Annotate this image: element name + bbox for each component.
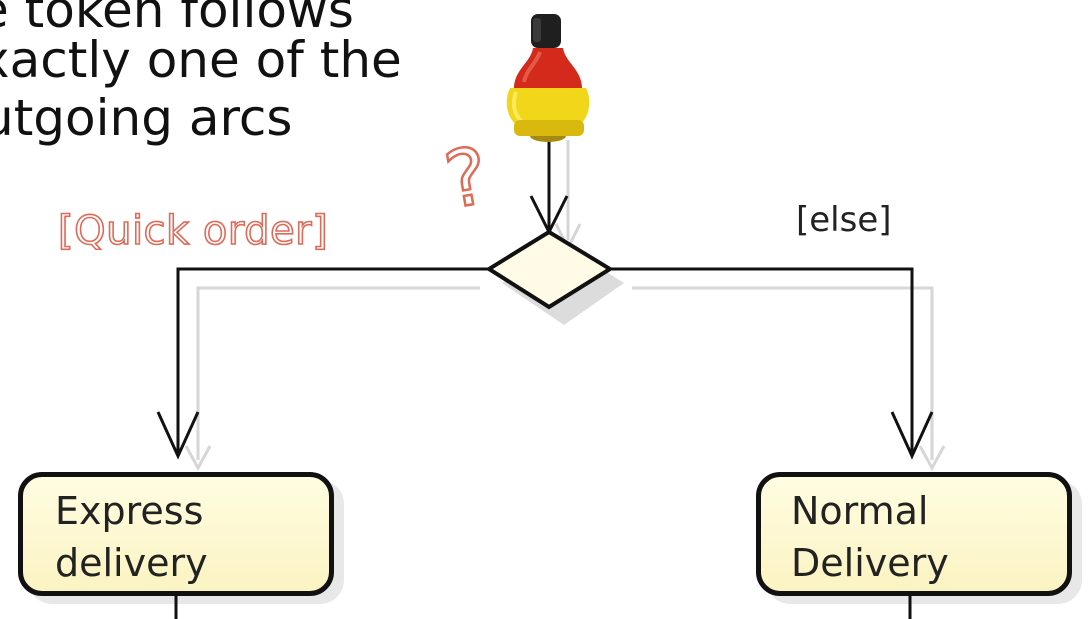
left-branch-edge [176, 267, 489, 456]
caption-line-2: xactly one of the [0, 31, 402, 89]
action-node-express-label: Express delivery [55, 489, 208, 585]
action-node-normal-label: Normal Delivery [791, 489, 949, 585]
guard-label-quick-order: [Quick order] [57, 207, 329, 255]
caption-line-1: e token follows [0, 0, 354, 39]
guard-label-else: [else] [796, 200, 892, 240]
action-node-normal-delivery: Normal Delivery [756, 472, 1072, 596]
question-mark-icon: ? [438, 131, 494, 227]
edge-shadows [184, 140, 946, 472]
action-node-express-delivery: Express delivery [18, 472, 334, 596]
decision-node [485, 229, 614, 310]
token-bottle-icon [506, 14, 590, 142]
caption-line-3: utgoing arcs [0, 89, 293, 147]
right-branch-arrowhead [890, 411, 934, 460]
right-branch-edge [610, 267, 914, 456]
left-branch-arrowhead [156, 411, 200, 460]
